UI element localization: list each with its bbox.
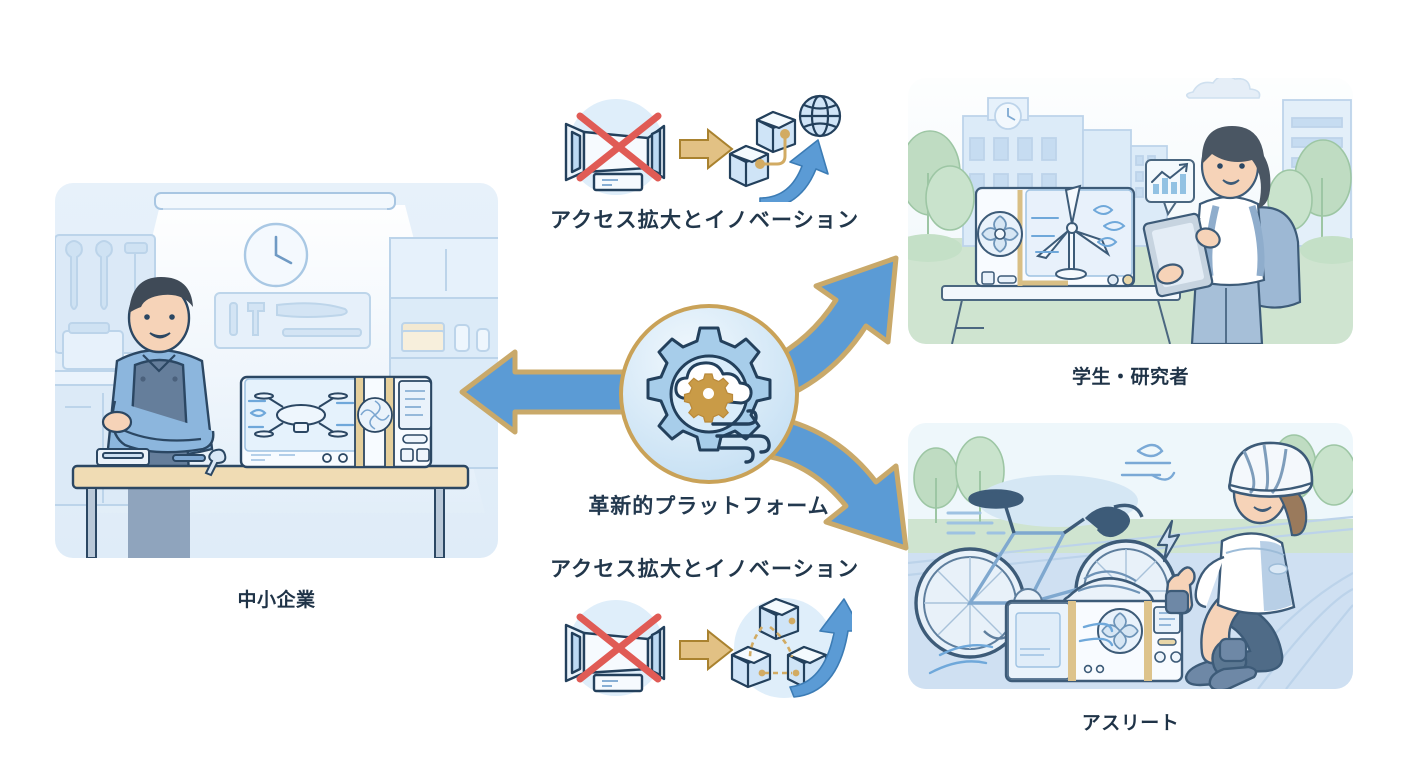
cross-out-icon: [576, 613, 662, 683]
desktop-wind-tunnel: [239, 375, 433, 469]
airflow-lines: [247, 399, 355, 429]
panel-sme-caption: 中小企業: [237, 589, 316, 611]
cloud-icon: [1185, 78, 1261, 99]
wall-clock: [243, 222, 309, 288]
bolt-icon: [1156, 519, 1181, 563]
wind-icon: [711, 409, 771, 464]
flow-icons-top: [564, 94, 842, 202]
flow-badge-top-label: アクセス拡大とイノベーション: [550, 208, 860, 232]
panel-students-caption: 学生・研究者: [1071, 366, 1189, 388]
ceiling-light: [154, 192, 396, 210]
student-avatar: [1142, 126, 1302, 344]
gold-arrow-right-icon: [679, 628, 734, 672]
track-scene: [908, 423, 1353, 689]
hub-icon-group: [619, 304, 799, 484]
flow-badge-top: アクセス拡大とイノベーション: [550, 92, 858, 232]
cyclist-avatar: [1164, 441, 1314, 689]
helmet: [1228, 441, 1314, 498]
link-icon: [755, 129, 790, 169]
chart-bubble: [1145, 159, 1195, 217]
worker-avatar: [101, 277, 215, 558]
blue-up-arrow-icon: [759, 139, 829, 202]
cross-out-icon: [576, 112, 662, 182]
flow-badge-bottom: アクセス拡大とイノベーション: [550, 557, 858, 703]
campus-scene: [908, 78, 1353, 344]
desktop-wind-tunnel: [928, 599, 1184, 683]
panel-athlete-caption: アスリート: [1081, 712, 1180, 734]
data-readout: [946, 511, 1006, 535]
panel-students: [908, 78, 1353, 344]
thumbs-up: [1164, 566, 1196, 615]
panel-sme: [55, 183, 498, 558]
trees: [908, 130, 1353, 264]
gear-icon: [683, 373, 734, 423]
network-link-icon: [748, 617, 800, 677]
gold-arrow-right-icon: [679, 127, 734, 171]
globe-icon: [798, 94, 842, 138]
panel-athlete: [908, 423, 1353, 689]
workshop-scene: [55, 183, 498, 558]
drone: [254, 392, 348, 438]
cube-icon: [728, 144, 770, 188]
hub-label: 革新的プラットフォーム: [588, 494, 830, 518]
flow-badge-bottom-label: アクセス拡大とイノベーション: [550, 557, 860, 581]
desktop-wind-tunnel: [974, 184, 1136, 288]
flow-icons-bottom: [564, 597, 852, 698]
hub-circle: 革新的プラットフォーム: [588, 302, 829, 518]
cloud-gear-icon: [674, 361, 753, 423]
blue-up-arrow-icon: [789, 598, 852, 698]
wind-lines: [1120, 443, 1176, 481]
